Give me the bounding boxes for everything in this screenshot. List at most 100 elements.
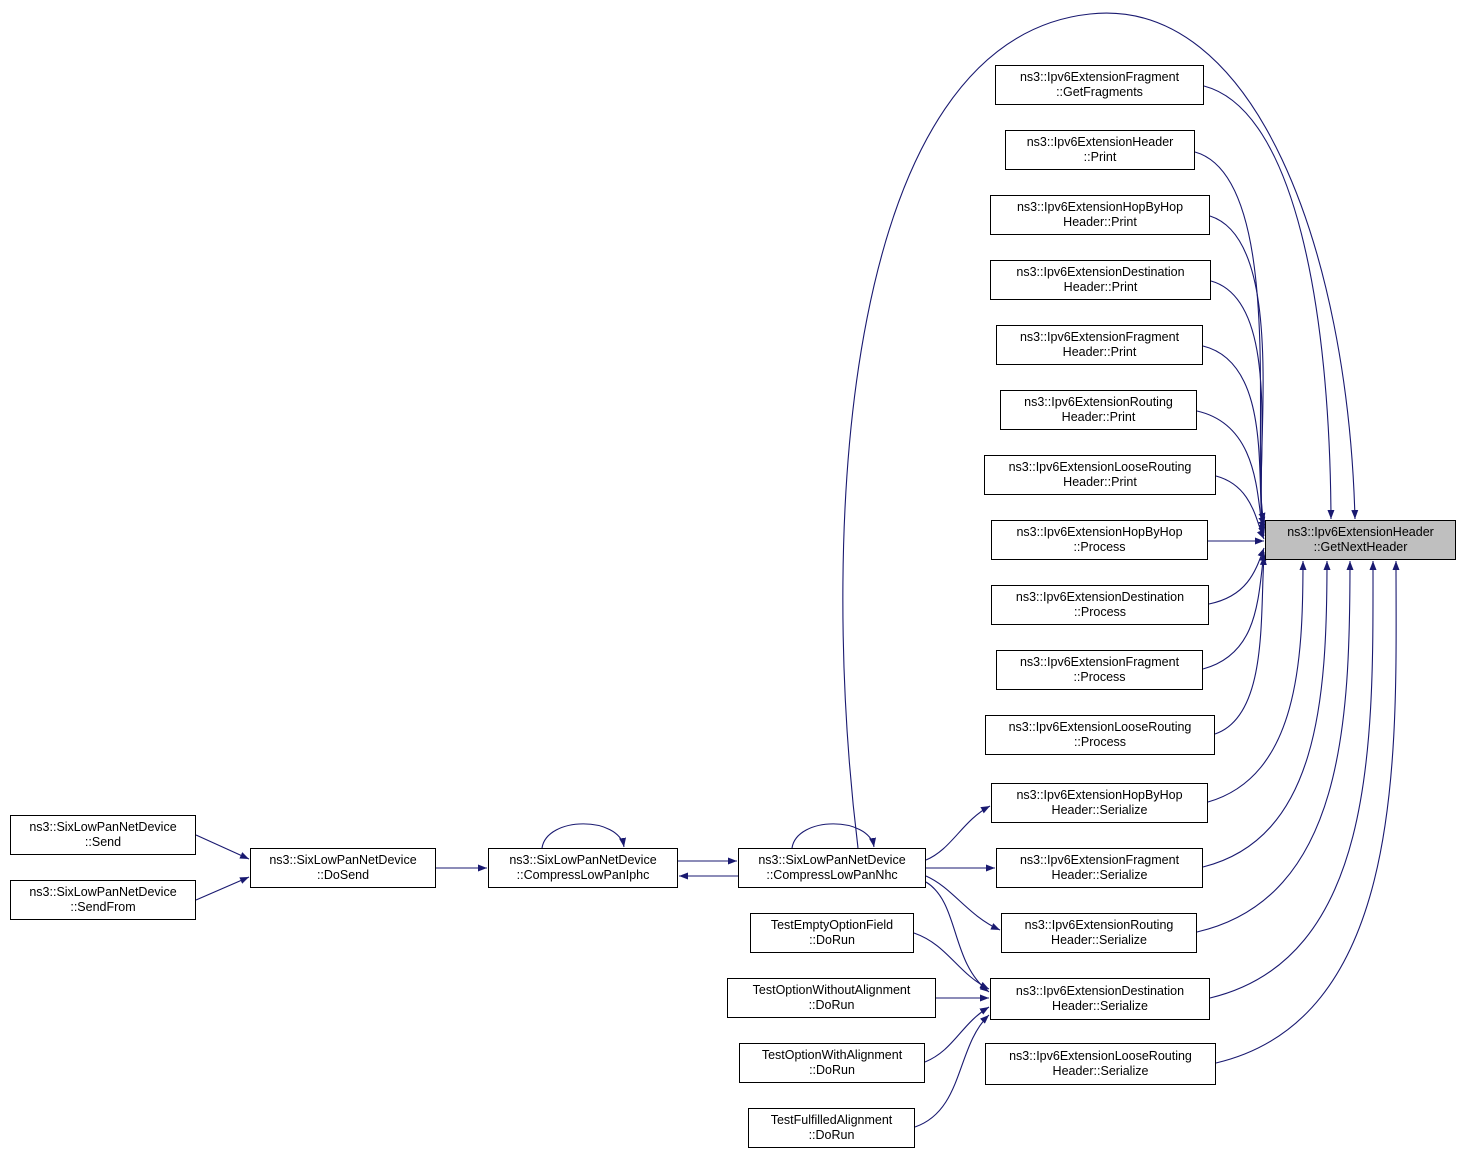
node-label-line: ns3::Ipv6ExtensionHopByHop <box>1016 524 1183 539</box>
node-label-line: TestFulfilledAlignment <box>770 1112 893 1127</box>
node-label-line: ns3::SixLowPanNetDevice <box>509 852 657 867</box>
node-label-line: Header::Serialize <box>1051 803 1148 817</box>
node-label-line: ::DoSend <box>316 868 370 882</box>
node-label-line: Header::Serialize <box>1052 1064 1149 1078</box>
edge-routingserialize-to-target <box>1196 560 1354 933</box>
edge-t4-to-destserialize <box>914 1014 990 1128</box>
node-label-line: ::Process <box>1073 670 1126 684</box>
edge-looseprocess-to-target <box>1214 555 1267 735</box>
node-send[interactable]: ns3::SixLowPanNetDevice::Send <box>10 815 196 855</box>
node-looseprocess[interactable]: ns3::Ipv6ExtensionLooseRouting::Process <box>985 715 1215 755</box>
edge-looseprint-to-target <box>1215 475 1265 540</box>
edge-fragserialize-to-target <box>1202 560 1331 868</box>
edge-t3-to-destserialize <box>924 1006 990 1063</box>
node-label-line: ns3::Ipv6ExtensionHopByHop <box>1016 199 1184 214</box>
edge-destserialize-to-target <box>1209 560 1377 999</box>
node-label-line: Header::Print <box>1061 410 1136 424</box>
node-label-line: ns3::Ipv6ExtensionLooseRouting <box>1009 1048 1192 1063</box>
node-label-line: ::Process <box>1073 605 1127 619</box>
node-t4[interactable]: TestFulfilledAlignment::DoRun <box>748 1108 915 1148</box>
node-nhc[interactable]: ns3::SixLowPanNetDevice::CompressLowPanN… <box>738 848 926 888</box>
edge-nhc-to-nhc <box>791 823 877 849</box>
node-label-line: Header::Serialize <box>1051 933 1147 947</box>
node-label-line: ::GetNextHeader <box>1313 540 1408 554</box>
edge-nhc-to-hopserialize <box>925 805 991 861</box>
edge-fragprocess-to-target <box>1202 551 1267 670</box>
edge-nhc-to-destserialize <box>925 881 990 993</box>
node-dosend[interactable]: ns3::SixLowPanNetDevice::DoSend <box>250 848 436 888</box>
edge-nhc-to-target <box>842 12 1359 849</box>
edge-destprint-to-target <box>1210 280 1266 531</box>
node-hopbyhopprocess[interactable]: ns3::Ipv6ExtensionHopByHop::Process <box>991 520 1208 560</box>
node-fragprocess[interactable]: ns3::Ipv6ExtensionFragment::Process <box>996 650 1203 690</box>
node-label-line: ns3::Ipv6ExtensionFragment <box>1019 852 1180 867</box>
node-label-line: Header::Print <box>1063 475 1137 489</box>
node-label-line: ns3::SixLowPanNetDevice <box>29 819 177 834</box>
node-label-line: Header::Print <box>1062 345 1137 359</box>
node-label-line: ::DoRun <box>808 998 855 1012</box>
node-iphc[interactable]: ns3::SixLowPanNetDevice::CompressLowPanI… <box>488 848 678 888</box>
edge-fragprint-to-target <box>1202 345 1266 534</box>
node-label-line: Header::Print <box>1063 280 1138 294</box>
node-label-line: ns3::Ipv6ExtensionDestination <box>1015 589 1185 604</box>
node-label-line: ns3::Ipv6ExtensionFragment <box>1019 654 1180 669</box>
node-label-line: ns3::Ipv6ExtensionHeader <box>1287 524 1434 539</box>
node-label-line: TestOptionWithAlignment <box>761 1047 903 1062</box>
node-getfragments[interactable]: ns3::Ipv6ExtensionFragment::GetFragments <box>995 65 1204 105</box>
edge-looseserialize-to-target <box>1215 560 1400 1064</box>
edge-iphc-to-iphc <box>541 823 627 849</box>
node-label-line: ::DoRun <box>808 1128 855 1142</box>
node-label-line: ::SendFrom <box>70 900 136 914</box>
edge-send-to-dosend <box>195 834 250 860</box>
node-target: ns3::Ipv6ExtensionHeader::GetNextHeader <box>1265 520 1456 560</box>
node-label-line: ns3::Ipv6ExtensionRouting <box>1024 394 1173 409</box>
node-t3[interactable]: TestOptionWithAlignment::DoRun <box>739 1043 925 1083</box>
edge-sendfrom-to-dosend <box>195 876 250 901</box>
edge-hopbyhopprint-to-target <box>1209 215 1266 527</box>
node-t1[interactable]: TestEmptyOptionField::DoRun <box>750 913 914 953</box>
edge-routingprint-to-target <box>1196 410 1266 537</box>
node-label-line: ns3::Ipv6ExtensionHeader <box>1026 134 1174 149</box>
node-label-line: ns3::Ipv6ExtensionDestination <box>1016 264 1185 279</box>
node-label-line: ::CompressLowPanNhc <box>766 868 898 882</box>
node-headerprint[interactable]: ns3::Ipv6ExtensionHeader::Print <box>1005 130 1195 170</box>
node-label-line: Header::Serialize <box>1052 999 1148 1013</box>
edge-hopserialize-to-target <box>1207 560 1307 803</box>
node-label-line: ns3::Ipv6ExtensionFragment <box>1019 69 1180 84</box>
node-label-line: ::DoRun <box>809 1063 855 1077</box>
node-label-line: ::Process <box>1073 735 1127 749</box>
node-label-line: ::Send <box>84 835 122 849</box>
edge-getfragments-to-target <box>1203 85 1335 520</box>
edge-t1-to-destserialize <box>913 932 990 990</box>
node-t2[interactable]: TestOptionWithoutAlignment::DoRun <box>727 978 936 1018</box>
node-label-line: ns3::SixLowPanNetDevice <box>29 884 177 899</box>
edge-destprocess-to-target <box>1208 547 1265 605</box>
node-label-line: ns3::Ipv6ExtensionDestination <box>1015 983 1185 998</box>
node-label-line: ::Process <box>1073 540 1126 554</box>
node-label-line: ns3::Ipv6ExtensionRouting <box>1024 917 1174 932</box>
node-label-line: ns3::SixLowPanNetDevice <box>758 852 906 867</box>
node-label-line: Header::Print <box>1063 215 1137 229</box>
node-label-line: ns3::Ipv6ExtensionHopByHop <box>1016 787 1183 802</box>
node-destprocess[interactable]: ns3::Ipv6ExtensionDestination::Process <box>991 585 1209 625</box>
node-label-line: ns3::Ipv6ExtensionLooseRouting <box>1008 459 1192 474</box>
node-label-line: ::GetFragments <box>1056 85 1143 99</box>
node-label-line: ::CompressLowPanIphc <box>516 868 650 882</box>
node-label-line: TestEmptyOptionField <box>770 917 894 932</box>
node-label-line: TestOptionWithoutAlignment <box>752 982 911 997</box>
edge-nhc-to-routingserialize <box>925 875 1001 931</box>
node-sendfrom[interactable]: ns3::SixLowPanNetDevice::SendFrom <box>10 880 196 920</box>
node-label-line: ::Print <box>1083 150 1117 164</box>
node-label-line: Header::Serialize <box>1051 868 1148 882</box>
